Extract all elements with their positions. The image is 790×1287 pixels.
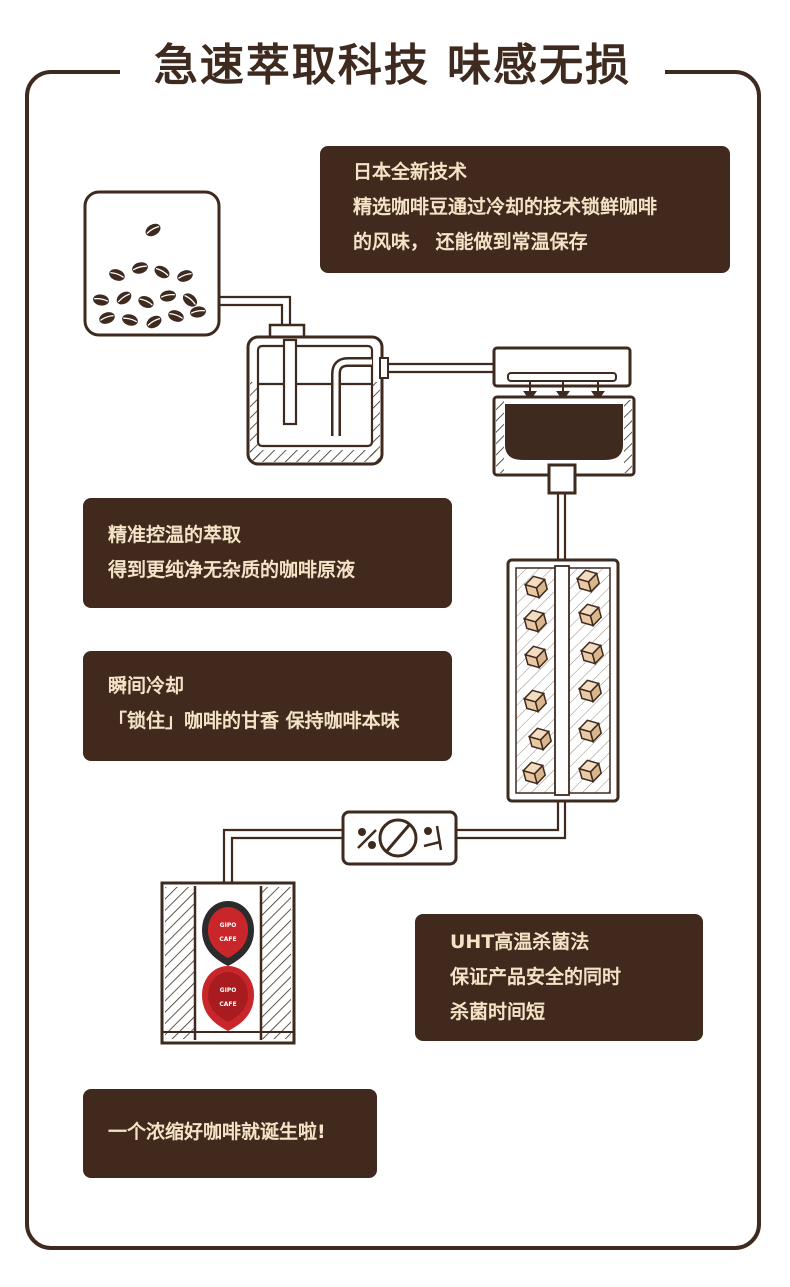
- page-title: 急速萃取科技 味感无损: [120, 30, 665, 102]
- coffee-bean: [154, 265, 170, 279]
- cooling-machine: [492, 346, 636, 495]
- capsule-station: GIPO CAFE GIPO CAFE: [160, 881, 296, 1045]
- coffee-bean: [116, 291, 132, 305]
- ice-cube: [523, 575, 549, 600]
- coffee-bean: [145, 223, 161, 237]
- step-box-temperature-extraction: 精准控温的萃取 得到更纯净无杂质的咖啡原液: [83, 498, 452, 608]
- capsule-label-top-2: CAFE: [219, 936, 236, 943]
- uht-sterilizer: [341, 810, 458, 866]
- step-3-line-2: 「锁住」咖啡的甘香 保持咖啡本味: [108, 710, 400, 732]
- step-1-line-1: 日本全新技术: [353, 161, 468, 183]
- step-4-line-2: 保证产品安全的同时: [450, 966, 622, 988]
- coffee-bean: [99, 312, 115, 324]
- coffee-bean: [168, 310, 184, 322]
- step-2-line-1: 精准控温的萃取: [108, 524, 242, 546]
- ice-cube: [522, 609, 548, 634]
- step-3-line-1: 瞬间冷却: [108, 675, 185, 697]
- capsule-label-top-1: GIPO: [220, 922, 237, 929]
- bean-container: [83, 190, 221, 337]
- step-2-line-2: 得到更纯净无杂质的咖啡原液: [108, 559, 356, 581]
- coffee-bean: [93, 294, 109, 306]
- ice-cube: [577, 679, 603, 704]
- coffee-bean: [109, 269, 125, 281]
- step-box-japan-technology: 日本全新技术 精选咖啡豆通过冷却的技术锁鲜咖啡 的风味， 还能做到常温保存: [320, 146, 730, 273]
- step-box-instant-cooling: 瞬间冷却 「锁住」咖啡的甘香 保持咖啡本味: [83, 651, 452, 761]
- ice-cube: [575, 569, 601, 594]
- pipes: [219, 295, 567, 898]
- ice-cube: [579, 641, 605, 666]
- capsule-top: GIPO CAFE: [202, 901, 254, 966]
- coffee-beans: [93, 223, 206, 329]
- step-box-final-coffee: 一个浓缩好咖啡就诞生啦!: [83, 1089, 377, 1178]
- coffee-bean: [132, 262, 148, 274]
- coffee-bean: [177, 270, 193, 282]
- capsule-label-bottom-2: CAFE: [219, 1001, 236, 1008]
- coffee-bean: [182, 293, 198, 307]
- step-5-line-1: 一个浓缩好咖啡就诞生啦!: [108, 1121, 326, 1143]
- ice-cube: [522, 689, 548, 714]
- step-1-line-3: 的风味， 还能做到常温保存: [353, 231, 588, 253]
- coffee-bean: [122, 314, 138, 326]
- ice-cubes: [521, 569, 605, 786]
- step-1-line-2: 精选咖啡豆通过冷却的技术锁鲜咖啡: [353, 196, 658, 218]
- step-box-uht-sterilization: UHT高温杀菌法 保证产品安全的同时 杀菌时间短: [415, 914, 703, 1041]
- ice-cube: [577, 719, 603, 744]
- coffee-bean: [138, 295, 154, 309]
- ice-cube: [523, 645, 549, 670]
- ice-cube: [577, 759, 603, 784]
- capsule-label-bottom-1: GIPO: [220, 987, 237, 994]
- capsule-bottom: GIPO CAFE: [202, 966, 254, 1031]
- coffee-bean: [190, 306, 206, 318]
- ice-cube: [527, 727, 553, 752]
- ice-cube: [577, 603, 603, 628]
- step-4-line-3: 杀菌时间短: [450, 1001, 546, 1023]
- coffee-bean: [160, 290, 176, 302]
- ice-cube: [521, 761, 547, 786]
- cooling-coil: [506, 558, 620, 803]
- step-4-line-1: UHT高温杀菌法: [450, 931, 590, 953]
- extraction-tank: [246, 323, 389, 466]
- coffee-bean: [146, 315, 162, 329]
